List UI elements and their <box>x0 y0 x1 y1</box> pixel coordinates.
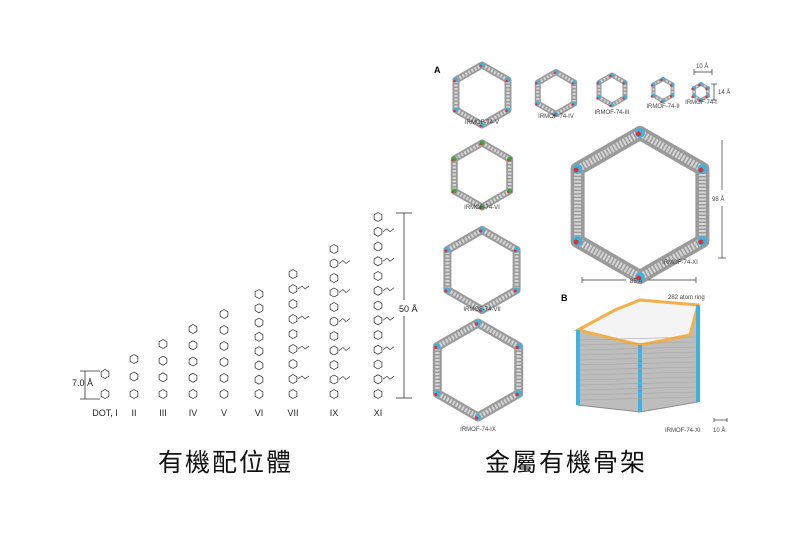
scale-long-label: 50 Å <box>399 304 418 314</box>
framework-hexagon <box>432 318 524 422</box>
linker-label: III <box>159 408 167 418</box>
linker-label: V <box>221 408 227 418</box>
framework-hexagon <box>534 69 578 117</box>
framework-label: IRMOF-74-III <box>594 110 629 116</box>
linker-molecule <box>219 309 229 399</box>
framework-label: IRMOF-74-I <box>685 100 717 106</box>
linker-label: VI <box>255 408 264 418</box>
linker-molecule <box>329 244 351 399</box>
framework-hexagon <box>650 77 675 104</box>
pore-width-label: 10 Å <box>696 63 708 70</box>
organic-linker-caption: 有機配位體 <box>158 448 294 477</box>
large-width-label: 85 Å <box>630 278 642 285</box>
linker-molecule <box>188 324 198 399</box>
linker-label: IV <box>189 408 198 418</box>
pore-height-label: 14 Å <box>718 89 730 96</box>
framework-label: IRMOF-74-VII <box>463 307 501 313</box>
linker-label: XI <box>374 408 383 418</box>
prism-scale-label: 10 Å <box>713 427 725 434</box>
linker-label: IX <box>330 408 339 418</box>
pore-dimension-markers <box>581 69 728 422</box>
prism-framework <box>573 298 700 413</box>
framework-hexagon <box>596 72 628 108</box>
linker-molecule <box>288 269 310 399</box>
large-height-label: 98 Å <box>712 196 724 203</box>
mof-frameworks <box>432 61 710 422</box>
framework-hexagon <box>450 139 514 211</box>
prism-frame-label: IRMOF-74-XI <box>665 428 701 434</box>
ring-label: 282 atom ring <box>668 295 705 301</box>
framework-label: IRMOF-74-II <box>646 104 680 110</box>
framework-label: IRMOF-74-IX <box>460 427 496 433</box>
linker-label: II <box>131 408 136 418</box>
linker-molecule <box>129 354 139 399</box>
linker-molecule <box>158 339 168 399</box>
framework-label: IRMOF-74-V <box>465 120 499 126</box>
mof-caption: 金屬有機骨架 <box>485 448 648 477</box>
linker-molecule <box>373 212 395 399</box>
linker-label: DOT, I <box>92 408 118 418</box>
framework-label: IRMOF-74-VI <box>464 205 500 211</box>
framework-label: IRMOF-74-XI <box>662 260 698 266</box>
framework-hexagon <box>452 61 512 129</box>
framework-hexagon <box>691 82 710 103</box>
organic-linkers <box>100 212 395 399</box>
framework-hexagon <box>443 226 521 314</box>
scale-7A <box>80 370 100 400</box>
panel-a-letter: A <box>434 65 441 75</box>
framework-label: IRMOF-74-IV <box>538 114 574 120</box>
linker-molecule <box>254 289 264 399</box>
panel-b-letter: B <box>561 293 568 303</box>
scale-50A <box>396 212 412 399</box>
linker-label: VII <box>287 408 298 418</box>
framework-hexagon <box>570 126 710 284</box>
scale-short-label: 7.0 Å <box>72 378 93 388</box>
linker-molecule <box>100 369 110 399</box>
